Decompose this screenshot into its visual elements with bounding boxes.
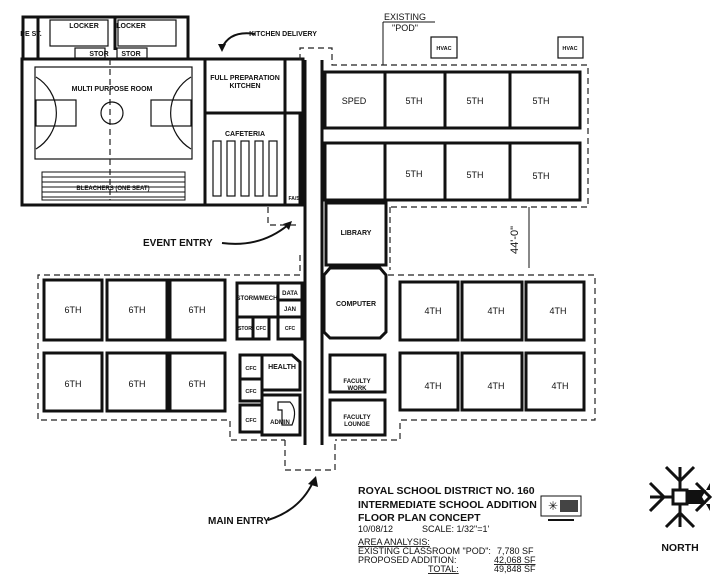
lower-right-wing: 4TH 4TH 4TH 4TH 4TH 4TH [335, 274, 596, 441]
room-label-6th: 6TH [64, 379, 81, 389]
cfc-label: CFC [285, 326, 296, 332]
room-label-6th: 6TH [188, 305, 205, 315]
total-area-value: 49,848 SF [494, 564, 536, 574]
cfc-label: CFC [245, 366, 256, 372]
room-label-sped: SPED [342, 96, 367, 106]
firm-logo: ✳ [540, 495, 582, 521]
hvac-label: HVAC [562, 46, 577, 52]
storage-label: STOR [238, 326, 252, 332]
existing-pod-label: EXISTING [384, 12, 426, 22]
room-label-4th: 4TH [487, 381, 504, 391]
storage-label: STOR [121, 51, 140, 58]
dimension-label: 44'-0" [509, 226, 521, 254]
room-label-6th: 6TH [128, 379, 145, 389]
bleachers-label: BLEACHERS (ONE SEAT) [76, 186, 149, 192]
kitchen-label: FULL PREPARATION [210, 75, 280, 82]
room-label-5th: 5TH [466, 170, 483, 180]
title-line: FLOOR PLAN CONCEPT [358, 512, 481, 524]
room-label-4th: 4TH [551, 381, 568, 391]
area-analysis-heading: AREA ANALYSIS: [358, 537, 430, 547]
multi-purpose-label: MULTI PURPOSE ROOM [72, 86, 153, 93]
date-label: 10/08/12 [358, 524, 393, 534]
first-aid-label: FA/S [288, 196, 300, 202]
room-label-6th: 6TH [64, 305, 81, 315]
faculty-work-label: WORK [348, 386, 368, 392]
scale-label: SCALE: 1/32"=1' [422, 524, 489, 534]
lower-left-wing: 6TH 6TH 6TH 6TH 6TH 6TH STORM/MECH DATA … [37, 255, 304, 441]
room-label-5th: 5TH [532, 171, 549, 181]
faculty-work-label: FACULTY [343, 379, 370, 385]
faculty-lounge-label: FACULTY [343, 415, 370, 421]
cafeteria-label: CAFETERIA [225, 131, 265, 138]
existing-pod-label: "POD" [392, 23, 418, 33]
faculty-lounge-label: LOUNGE [344, 422, 370, 428]
room-label-5th: 5TH [532, 96, 549, 106]
proposed-area-value: 42,068 SF [494, 555, 536, 565]
main-entry-label: MAIN ENTRY [208, 516, 270, 527]
pe-storage-label: PE ST. [20, 31, 41, 38]
cfc-label: CFC [245, 389, 256, 395]
kitchen-label: KITCHEN [229, 83, 260, 90]
total-area-label: TOTAL: [428, 564, 459, 574]
cfc-label: CFC [245, 418, 256, 424]
cfc-label: CFC [256, 326, 267, 332]
computer-label: COMPUTER [336, 301, 376, 308]
bleachers [41, 171, 186, 201]
admin-cluster: CFC CFC CFC HEALTH ADMIN FACULTY WORK FA… [238, 353, 387, 471]
admin-label: ADMIN [270, 420, 290, 426]
multi-purpose-room: MULTI PURPOSE ROOM BLEACHERS (ONE SEAT) [20, 57, 207, 207]
room-label-5th: 5TH [466, 96, 483, 106]
storage-label: STOR [89, 51, 108, 58]
storm-mech-label: STORM/MECH [237, 296, 278, 302]
title-line: ROYAL SCHOOL DISTRICT NO. 160 [358, 485, 535, 497]
room-label-6th: 6TH [188, 379, 205, 389]
room-label-5th: 5TH [405, 96, 422, 106]
library-label: LIBRARY [341, 230, 372, 237]
event-entry-label: EVENT ENTRY [143, 238, 213, 249]
kitchen-delivery-label: KITCHEN DELIVERY [249, 31, 317, 38]
room-label-4th: 4TH [487, 306, 504, 316]
kitchen-cafeteria: FULL PREPARATION KITCHEN CAFETERIA FA/S [203, 57, 305, 207]
janitor-label: JAN [284, 307, 296, 313]
existing-area-value: 7,780 SF [497, 546, 534, 556]
room-label-4th: 4TH [549, 306, 566, 316]
north-label: NORTH [661, 542, 698, 554]
locker-label: LOCKER [116, 23, 146, 30]
room-label-6th: 6TH [128, 305, 145, 315]
existing-area-label: EXISTING CLASSROOM "POD": [358, 546, 491, 556]
room-label-5th: 5TH [405, 169, 422, 179]
data-room-label: DATA [282, 291, 298, 297]
hvac-label: HVAC [436, 46, 451, 52]
locker-block: PE ST. LOCKER LOCKER STOR STOR [20, 15, 190, 61]
room-label-4th: 4TH [424, 381, 441, 391]
proposed-area-label: PROPOSED ADDITION: [358, 555, 457, 565]
room-label-4th: 4TH [424, 306, 441, 316]
locker-label: LOCKER [69, 23, 99, 30]
title-line: INTERMEDIATE SCHOOL ADDITION [358, 499, 537, 511]
north-arrow-icon [648, 465, 713, 529]
health-label: HEALTH [268, 364, 296, 371]
svg-text:✳: ✳ [548, 499, 558, 513]
title-block: ROYAL SCHOOL DISTRICT NO. 160 INTERMEDIA… [358, 485, 582, 574]
upper-wing: SPED 5TH 5TH 5TH 5TH 5TH 5TH LIBRARY COM… [299, 47, 589, 445]
